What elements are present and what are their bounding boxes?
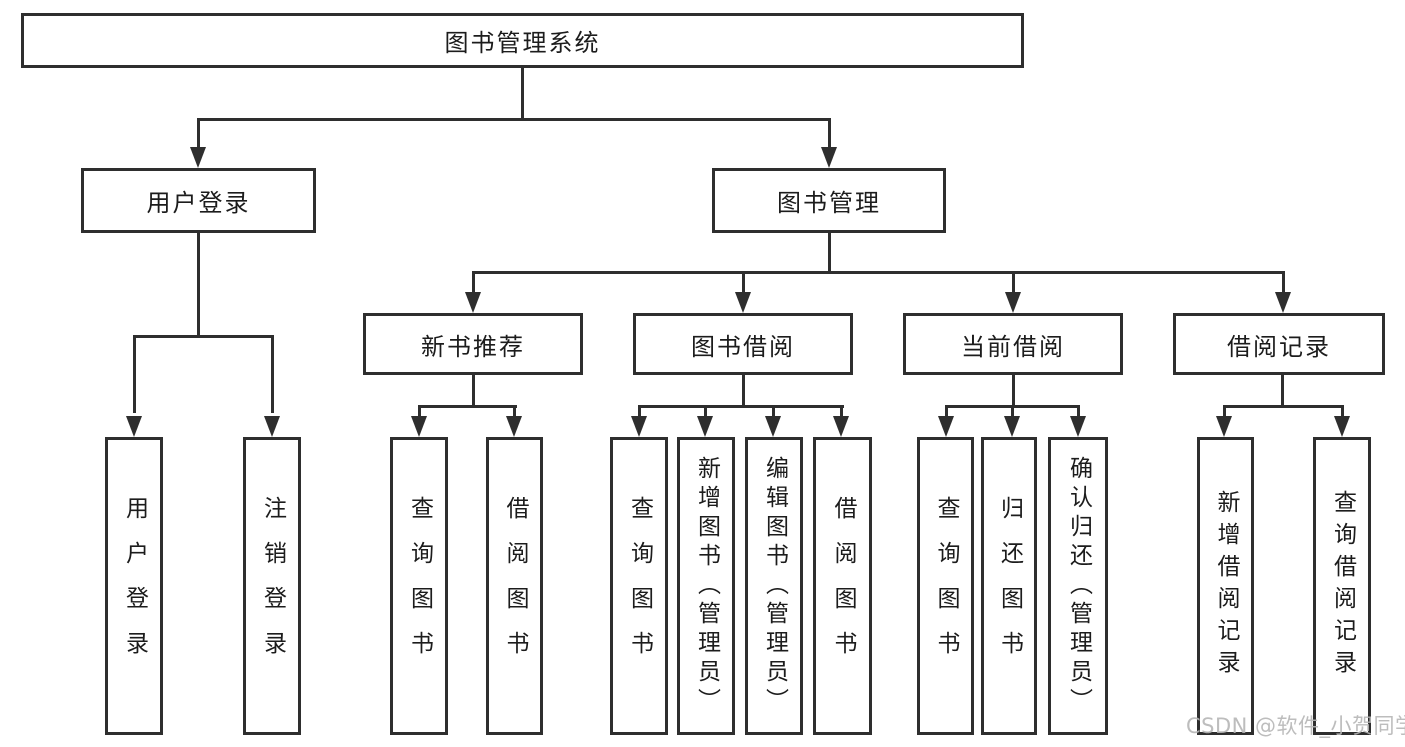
connector-line: [638, 405, 641, 417]
connector-line: [742, 271, 745, 295]
connector-line: [271, 335, 274, 413]
connector-line: [1012, 375, 1015, 406]
connector-line: [513, 405, 516, 417]
leaf-label: 借阅图书: [830, 496, 856, 676]
connector-line: [945, 405, 948, 417]
node-book-management: 图书管理: [712, 168, 946, 233]
connector-line: [638, 405, 844, 408]
leaf-label: 归还图书: [996, 496, 1023, 676]
node-user-login: 用户登录: [81, 168, 316, 233]
leaf-query-books-current: 查询图书: [917, 437, 974, 735]
leaf-query-books-recommend: 查询图书: [390, 437, 448, 735]
connector-line: [418, 405, 421, 417]
connector-line: [472, 375, 475, 406]
leaf-label: 查询借阅记录: [1329, 490, 1356, 682]
leaf-label: 确认归还（管理员）: [1065, 455, 1092, 717]
leaf-label: 借阅图书: [502, 496, 528, 676]
arrow-down-icon: [821, 147, 837, 168]
arrow-down-icon: [833, 416, 849, 437]
connector-line: [1077, 405, 1080, 417]
arrow-down-icon: [264, 416, 280, 437]
connector-line: [1012, 271, 1015, 295]
node-current-borrowing: 当前借阅: [903, 313, 1123, 375]
arrow-down-icon: [631, 416, 647, 437]
arrow-down-icon: [465, 292, 481, 313]
leaf-label: 查询图书: [933, 496, 959, 676]
connector-line: [1282, 271, 1285, 295]
connector-line: [840, 405, 843, 417]
connector-line: [197, 118, 831, 121]
arrow-down-icon: [506, 416, 522, 437]
leaf-logout-login: 注销登录: [243, 437, 301, 735]
connector-line: [521, 68, 524, 118]
connector-line: [133, 335, 274, 338]
leaf-label: 编辑图书（管理员）: [761, 455, 788, 717]
node-root-book-management-system: 图书管理系统: [21, 13, 1024, 68]
leaf-borrow-books: 借阅图书: [813, 437, 872, 735]
arrow-down-icon: [1005, 292, 1021, 313]
leaf-label: 新增借阅记录: [1213, 490, 1239, 682]
arrow-down-icon: [190, 147, 206, 168]
connector-line: [197, 233, 200, 336]
leaf-query-borrow-record: 查询借阅记录: [1313, 437, 1371, 735]
leaf-query-books-borrowing: 查询图书: [610, 437, 668, 735]
leaf-label: 用户登录: [121, 496, 148, 676]
connector-line: [828, 118, 831, 153]
leaf-add-borrow-record: 新增借阅记录: [1197, 437, 1254, 735]
arrow-down-icon: [1275, 292, 1291, 313]
connector-line: [1223, 405, 1344, 408]
arrow-down-icon: [765, 416, 781, 437]
leaf-return-books: 归还图书: [981, 437, 1037, 735]
arrow-down-icon: [735, 292, 751, 313]
connector-line: [472, 271, 1285, 274]
connector-line: [133, 335, 136, 413]
node-new-book-recommend: 新书推荐: [363, 313, 583, 375]
connector-line: [472, 271, 475, 295]
leaf-label: 查询图书: [406, 496, 433, 676]
connector-line: [197, 118, 200, 153]
connector-line: [828, 233, 831, 272]
arrow-down-icon: [1070, 416, 1086, 437]
leaf-confirm-return-admin: 确认归还（管理员）: [1048, 437, 1108, 735]
leaf-add-books-admin: 新增图书（管理员）: [677, 437, 735, 735]
leaf-label: 注销登录: [259, 496, 286, 676]
arrow-down-icon: [1004, 416, 1020, 437]
node-book-borrowing: 图书借阅: [633, 313, 853, 375]
connector-line: [418, 405, 517, 408]
connector-line: [742, 375, 745, 406]
leaf-label: 新增图书（管理员）: [693, 455, 720, 717]
arrow-down-icon: [1334, 416, 1350, 437]
leaf-user-login: 用户登录: [105, 437, 163, 735]
csdn-watermark: CSDN @软件_小贺同学: [1186, 714, 1405, 738]
connector-line: [1223, 405, 1226, 417]
arrow-down-icon: [126, 416, 142, 437]
arrow-down-icon: [1216, 416, 1232, 437]
connector-line: [704, 405, 707, 417]
leaf-edit-books-admin: 编辑图书（管理员）: [745, 437, 803, 735]
arrow-down-icon: [411, 416, 427, 437]
leaf-label: 查询图书: [626, 496, 653, 676]
connector-line: [1341, 405, 1344, 417]
connector-line: [1281, 375, 1284, 406]
node-borrowing-records: 借阅记录: [1173, 313, 1385, 375]
arrow-down-icon: [697, 416, 713, 437]
arrow-down-icon: [938, 416, 954, 437]
leaf-borrow-books-recommend: 借阅图书: [486, 437, 543, 735]
connector-line: [1011, 405, 1014, 417]
connector-line: [772, 405, 775, 417]
